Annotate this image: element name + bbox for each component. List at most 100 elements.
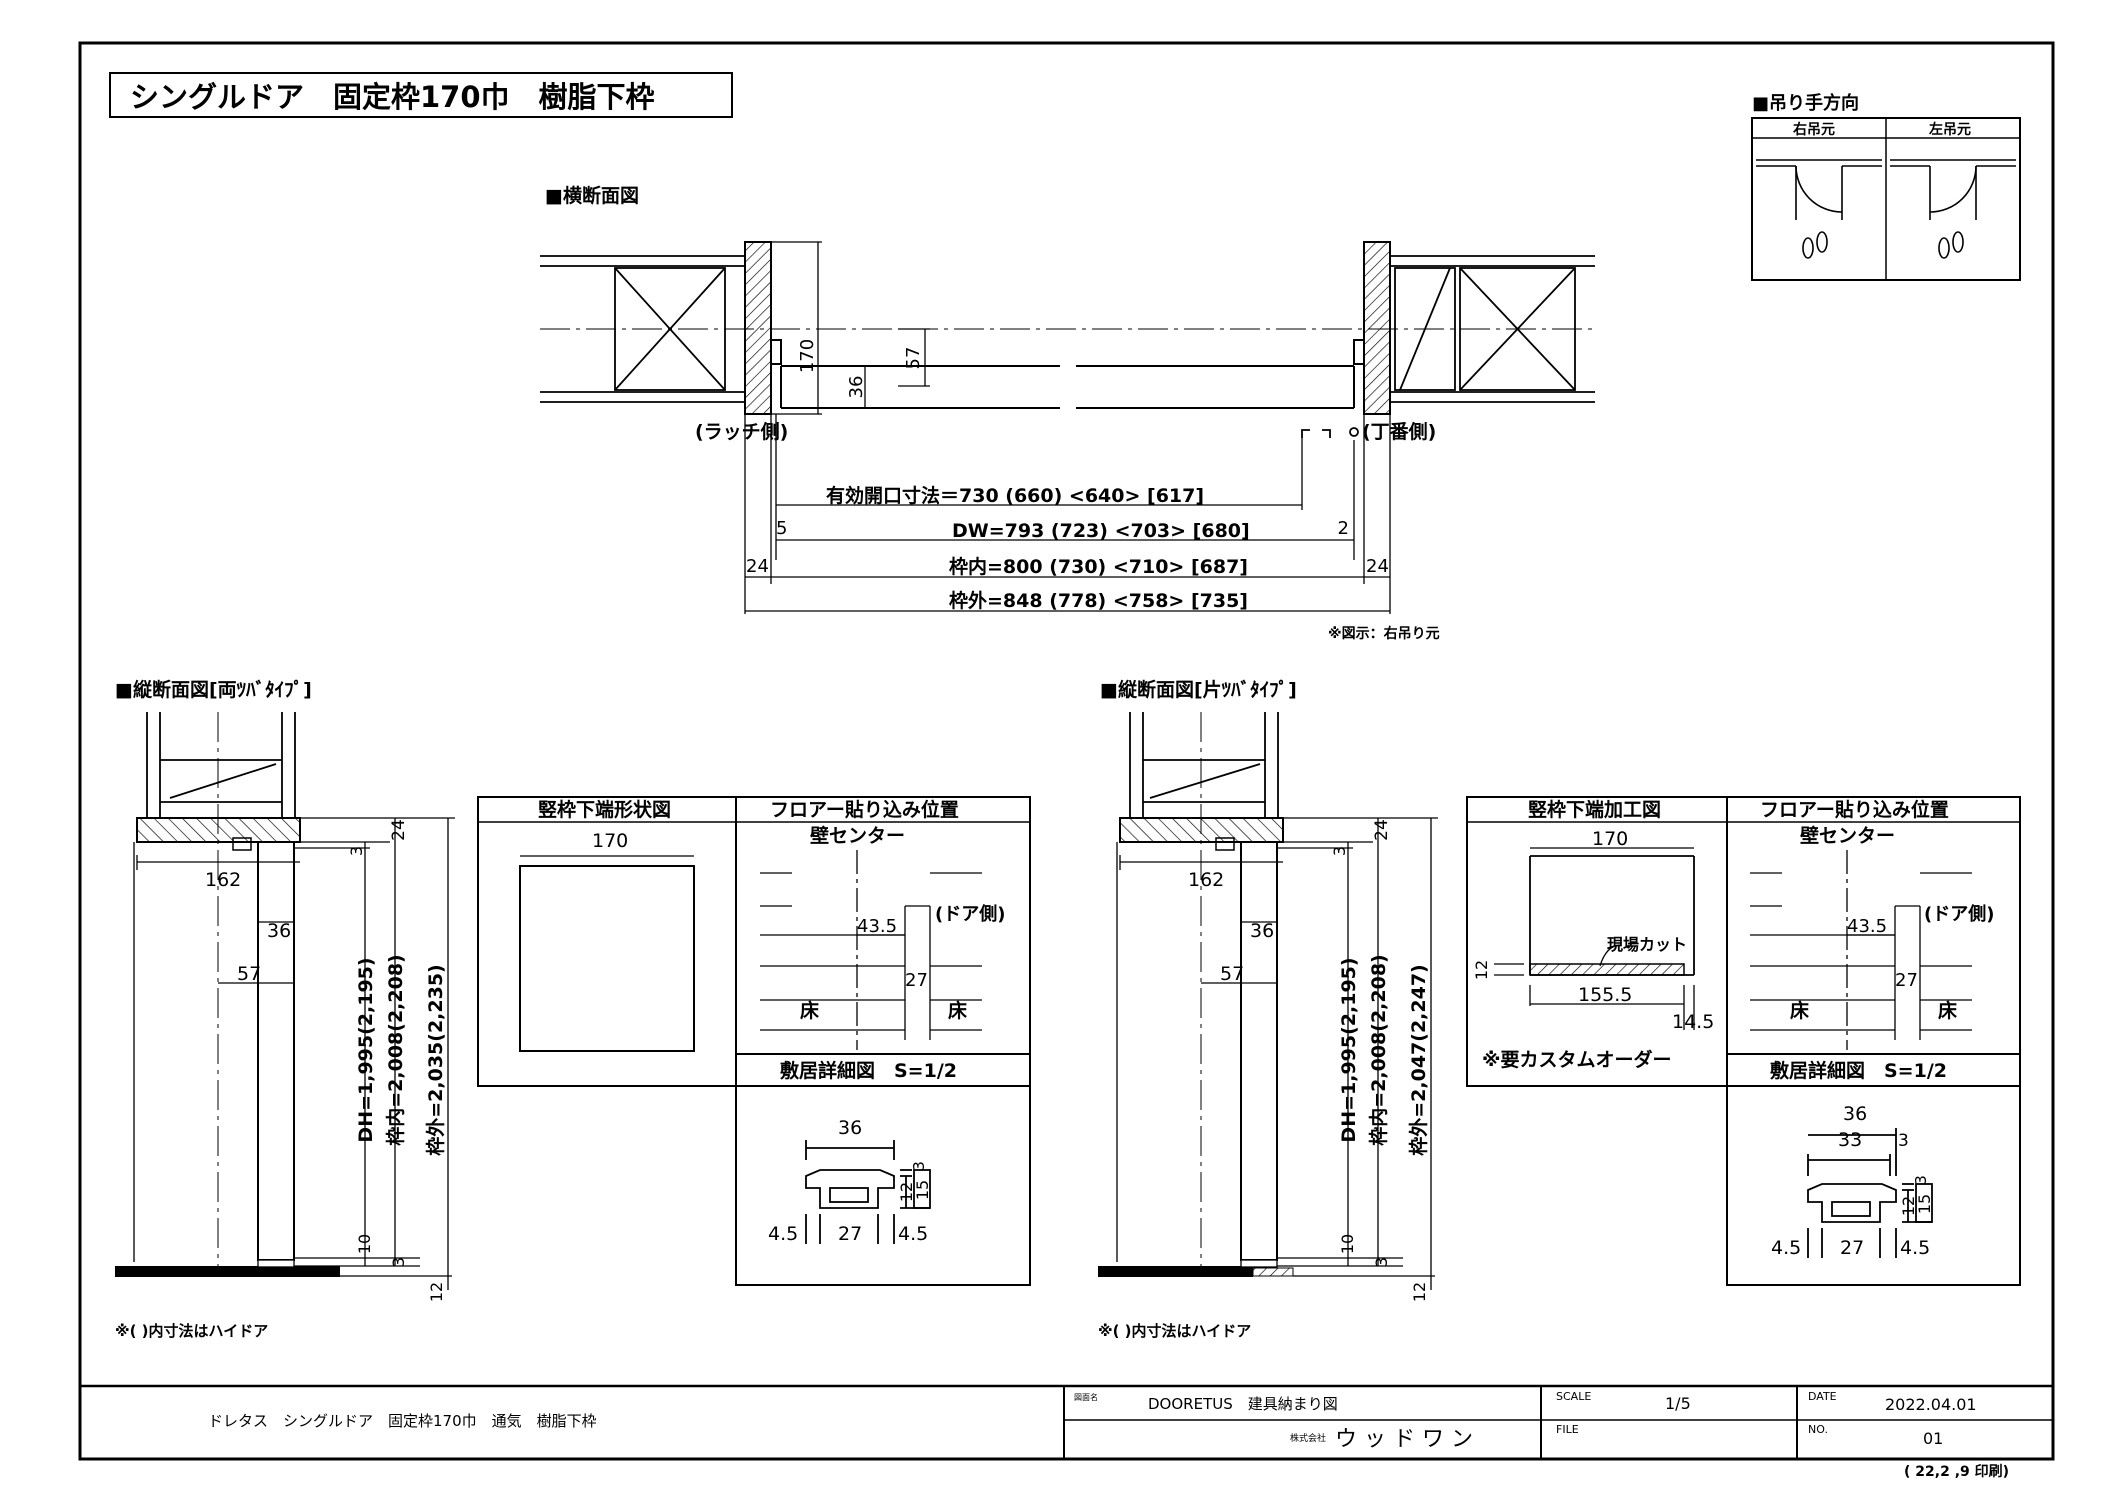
section-left-dim-24: 24 xyxy=(389,819,409,841)
date-value: 2022.04.01 xyxy=(1885,1395,1977,1414)
scale-label: SCALE xyxy=(1556,1390,1591,1403)
no-value: 01 xyxy=(1923,1429,1943,1448)
shape-title-right: 竪枠下端加工図 xyxy=(1528,798,1661,821)
section-right-dim-57: 57 xyxy=(1220,963,1244,985)
company-label: 株式会社 xyxy=(1290,1432,1326,1444)
plan-latch-side: (ラッチ側) xyxy=(695,421,788,443)
plan-dim-36: 36 xyxy=(846,376,867,399)
scale-value: 1/5 xyxy=(1665,1394,1691,1413)
floor-r-left: 床 xyxy=(948,999,967,1022)
door-side-left: (ドア側) xyxy=(935,903,1005,925)
custom-order-note: ※要カスタムオーダー xyxy=(1482,1048,1671,1071)
plan-dim-inner: 枠内=800 (730) <710> [687] xyxy=(949,555,1248,578)
sill-36-right: 36 xyxy=(1843,1103,1867,1125)
sill-45l-left: 4.5 xyxy=(768,1223,798,1245)
floor-right xyxy=(1098,1266,1253,1277)
sill-36-left: 36 xyxy=(838,1117,862,1139)
field-cut-label: 現場カット xyxy=(1607,935,1687,954)
plan-right-stop xyxy=(1353,339,1365,365)
plan-heading: ■横断面図 xyxy=(545,184,639,207)
section-left-dim-outer: 枠外=2,035(2,235) xyxy=(424,964,447,1156)
process-dim-1555: 155.5 xyxy=(1578,984,1632,1006)
plan-dim-2: 2 xyxy=(1338,518,1349,539)
shape-dim-170-left: 170 xyxy=(592,830,628,852)
section-right-dim-inner: 枠内=2,008(2,208) xyxy=(1367,954,1390,1146)
plan-dim-effective: 有効開口寸法＝730 (660) <640> [617] xyxy=(826,484,1204,507)
section-right-dim-24: 24 xyxy=(1372,819,1392,841)
section-left-dim-57: 57 xyxy=(237,963,261,985)
dim-435-right: 43.5 xyxy=(1847,916,1887,937)
head-jamb-left xyxy=(136,817,301,843)
plan-dim-24-left: 24 xyxy=(746,556,769,577)
hinge-pin-icon xyxy=(1349,427,1359,437)
plan-dim-outer: 枠外=848 (778) <758> [735] xyxy=(949,589,1248,612)
date-label: DATE xyxy=(1808,1390,1837,1403)
detail-box-right: 竪枠下端加工図 フロアー貼り込み位置 170 現場カット 12 155.5 14… xyxy=(1466,796,2021,1286)
section-left-dim-10: 10 xyxy=(355,1234,374,1254)
dim-27-left: 27 xyxy=(905,970,928,991)
swing-heading: ■吊り手方向 xyxy=(1752,92,1859,114)
plan-hinge-side: (丁番側) xyxy=(1362,421,1436,443)
process-dim-170: 170 xyxy=(1592,828,1628,850)
hinge-bracket-icon xyxy=(1301,429,1331,438)
section-right-dim-3-top: 3 xyxy=(1330,846,1349,856)
plan-dim-24-right: 24 xyxy=(1366,556,1389,577)
section-right-dim-outer: 枠外=2,047(2,247) xyxy=(1407,964,1430,1156)
sill-45r-right: 4.5 xyxy=(1900,1237,1930,1259)
sill-3-left: 3 xyxy=(910,1161,928,1171)
section-left-dim-36: 36 xyxy=(267,920,291,942)
sill-profile-left xyxy=(805,1140,931,1244)
vertical-section-right: ■縦断面図[片ﾂﾊﾞﾀｲﾌﾟ] 162 36 57 xyxy=(1098,678,1438,1340)
section-left-heading: ■縦断面図[両ﾂﾊﾞﾀｲﾌﾟ] xyxy=(115,678,312,701)
sill-45l-right: 4.5 xyxy=(1771,1237,1801,1259)
section-left-dim-12: 12 xyxy=(427,1282,446,1302)
wall-center-left: 壁センター xyxy=(810,824,905,847)
field-cut-area xyxy=(1529,963,1685,976)
plan-door-leaf xyxy=(780,365,1355,409)
no-label: NO. xyxy=(1808,1423,1828,1436)
page-title: シングルドア 固定枠170巾 樹脂下枠 xyxy=(130,80,655,114)
section-right-dim-36: 36 xyxy=(1250,920,1274,942)
floor-title-left: フロアー貼り込み位置 xyxy=(770,798,959,821)
section-right-note: ※( )内寸法はハイドア xyxy=(1098,1322,1251,1340)
floor-l-left: 床 xyxy=(800,999,819,1022)
head-jamb-right xyxy=(1119,817,1284,843)
floor-left xyxy=(115,1266,340,1277)
sill-title-left: 敷居詳細図 S=1/2 xyxy=(780,1059,957,1082)
plan-left-stop xyxy=(770,339,782,365)
sill-15-right: 15 xyxy=(1915,1194,1934,1214)
plan-depth-dims xyxy=(771,241,930,415)
sill-15-left: 15 xyxy=(913,1180,932,1200)
wall-center-right: 壁センター xyxy=(1800,824,1895,847)
section-right-heading: ■縦断面図[片ﾂﾊﾞﾀｲﾌﾟ] xyxy=(1100,678,1297,701)
door-leaf-right xyxy=(1240,841,1278,1261)
swing-right-label: 右吊元 xyxy=(1792,121,1835,138)
section-right-dim-3-bottom: 3 xyxy=(1372,1257,1391,1267)
process-dim-12: 12 xyxy=(1472,960,1491,980)
plan-dim-dw: DW=793 (723) <703> [680] xyxy=(952,520,1250,542)
plan-dim-5: 5 xyxy=(776,518,787,539)
sill-27-right: 27 xyxy=(1840,1237,1864,1259)
drawing-name-label: 図面名 xyxy=(1074,1392,1098,1402)
swing-left-label: 左吊元 xyxy=(1928,121,1971,138)
plan-width-dims xyxy=(744,414,1391,614)
title-block: ドレタス シングルドア 固定枠170巾 通気 樹脂下枠 図面名 DOORETUS… xyxy=(80,1384,2053,1480)
dim-435-left: 43.5 xyxy=(857,916,897,937)
sill-3a-right: 3 xyxy=(1898,1131,1909,1151)
section-left-dim-3-bottom: 3 xyxy=(389,1257,408,1267)
section-left-dim-162: 162 xyxy=(205,869,241,891)
printed-date: ( 22,2 ,9 印刷) xyxy=(1904,1463,2009,1480)
section-right-dim-162: 162 xyxy=(1188,869,1224,891)
sill-27-left: 27 xyxy=(838,1223,862,1245)
section-left-dim-inner: 枠内=2,008(2,208) xyxy=(384,954,407,1146)
section-left-dim-3-top: 3 xyxy=(347,846,366,856)
section-left-note: ※( )内寸法はハイドア xyxy=(115,1322,268,1340)
floor-l-right: 床 xyxy=(1790,999,1809,1022)
swing-right-symbol xyxy=(1756,159,1882,259)
section-right-dim-12: 12 xyxy=(1410,1282,1429,1302)
sill-33-right: 33 xyxy=(1838,1129,1862,1151)
plan-note: ※図示：右吊り元 xyxy=(1328,625,1440,642)
door-side-right: (ドア側) xyxy=(1924,903,1994,925)
door-leaf-left xyxy=(257,841,295,1261)
plan-left-jamb xyxy=(744,241,772,415)
